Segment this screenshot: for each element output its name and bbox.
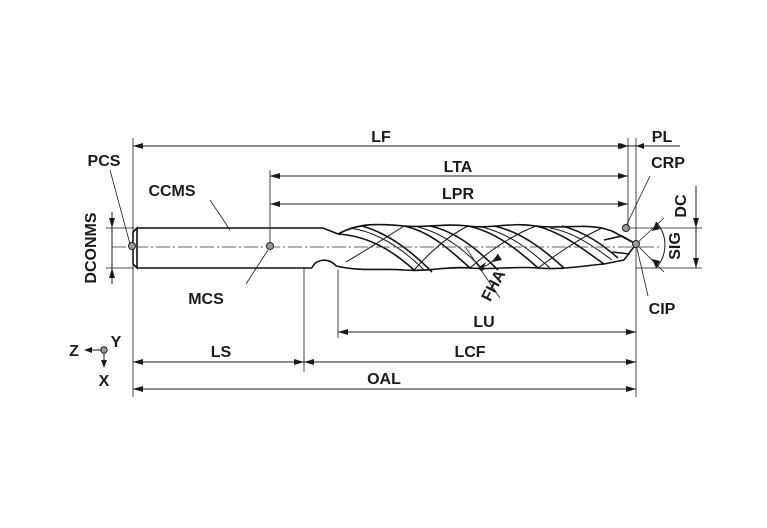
label-sig: SIG [667, 232, 684, 260]
label-lcf: LCF [454, 344, 485, 361]
callout-cip: CIP [635, 243, 676, 318]
dimension-fha: FHA [465, 247, 510, 304]
label-pcs: PCS [88, 153, 121, 170]
dimension-oal: OAL [133, 371, 636, 392]
dimension-sig: SIG [635, 217, 684, 273]
dimension-lpr: LPR [270, 186, 628, 207]
label-crp: CRP [651, 155, 685, 172]
label-lpr: LPR [442, 186, 474, 203]
extension-lines [106, 138, 702, 397]
shank-transition [311, 259, 337, 269]
drill-point [603, 230, 638, 261]
label-oal: OAL [367, 371, 401, 388]
axis-z-label: Z [69, 343, 79, 360]
origin-point [100, 346, 108, 354]
mcs-point [266, 242, 274, 250]
label-pl: PL [652, 129, 673, 146]
dimension-dconms: DCONMS [83, 212, 115, 284]
cip-point [632, 240, 640, 248]
callout-mcs: MCS [188, 249, 269, 308]
callout-crp: CRP [625, 155, 685, 227]
dimension-dc: DC [673, 186, 699, 268]
dimension-lcf: LCF [304, 344, 636, 365]
drill-body [132, 223, 638, 273]
dimension-lf: LF [133, 129, 628, 149]
callout-ccms: CCMS [148, 183, 231, 231]
dimension-pl: PL [620, 129, 680, 149]
label-lta: LTA [444, 159, 473, 176]
crp-point [622, 224, 630, 232]
label-dconms: DCONMS [83, 212, 100, 283]
coordinate-axes-icon: Z Y X [69, 334, 122, 390]
label-cip: CIP [649, 301, 676, 318]
helical-flutes [337, 225, 619, 273]
label-ls: LS [211, 344, 232, 361]
label-lu: LU [473, 314, 494, 331]
dimension-ls: LS [133, 344, 304, 365]
label-dc: DC [673, 194, 690, 218]
shank-outline [132, 226, 339, 270]
pcs-point [128, 242, 136, 250]
label-mcs: MCS [188, 291, 224, 308]
dimension-lta: LTA [270, 159, 628, 179]
axis-y-label: Y [111, 334, 122, 351]
dimension-lu: LU [338, 314, 636, 335]
label-fha: FHA [479, 267, 510, 304]
axis-x-label: X [99, 373, 110, 390]
label-lf: LF [371, 129, 391, 146]
label-ccms: CCMS [148, 183, 195, 200]
callout-pcs: PCS [88, 153, 131, 245]
